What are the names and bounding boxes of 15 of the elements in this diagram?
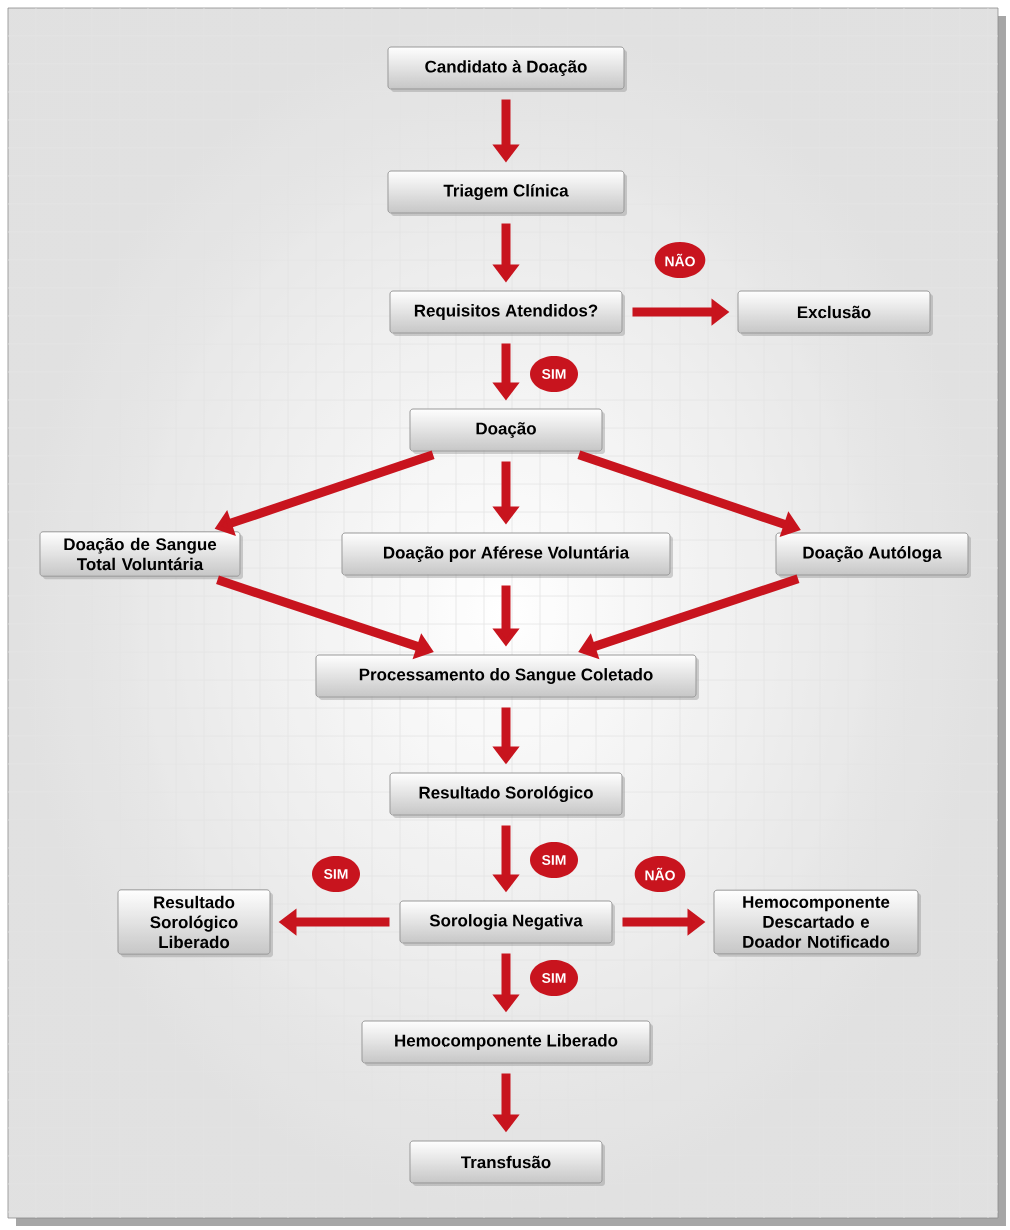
process-box: Hemocomponente Descartado e Doador Notificado xyxy=(713,889,921,957)
process-box: Exclusão xyxy=(737,290,933,336)
process-box: Doação por Aférese Voluntária xyxy=(341,532,673,578)
process-box: Resultado Sorológico Liberado xyxy=(117,889,273,958)
process-box: Transfusão xyxy=(409,1140,605,1186)
process-box: Processamento do Sangue Coletado xyxy=(315,654,699,700)
process-box: Hemocomponente Liberado xyxy=(361,1020,653,1066)
process-box: Doação de Sangue Total Voluntária xyxy=(39,531,243,580)
process-box: Candidato à Doação xyxy=(387,46,627,92)
process-box: Doação Autóloga xyxy=(775,532,971,578)
process-box: Requisitos Atendidos? xyxy=(389,290,625,336)
process-box: Sorologia Negativa xyxy=(399,900,615,946)
process-box: Resultado Sorológico xyxy=(389,772,625,818)
process-box: Doação xyxy=(409,408,605,454)
process-box: Triagem Clínica xyxy=(387,170,627,216)
